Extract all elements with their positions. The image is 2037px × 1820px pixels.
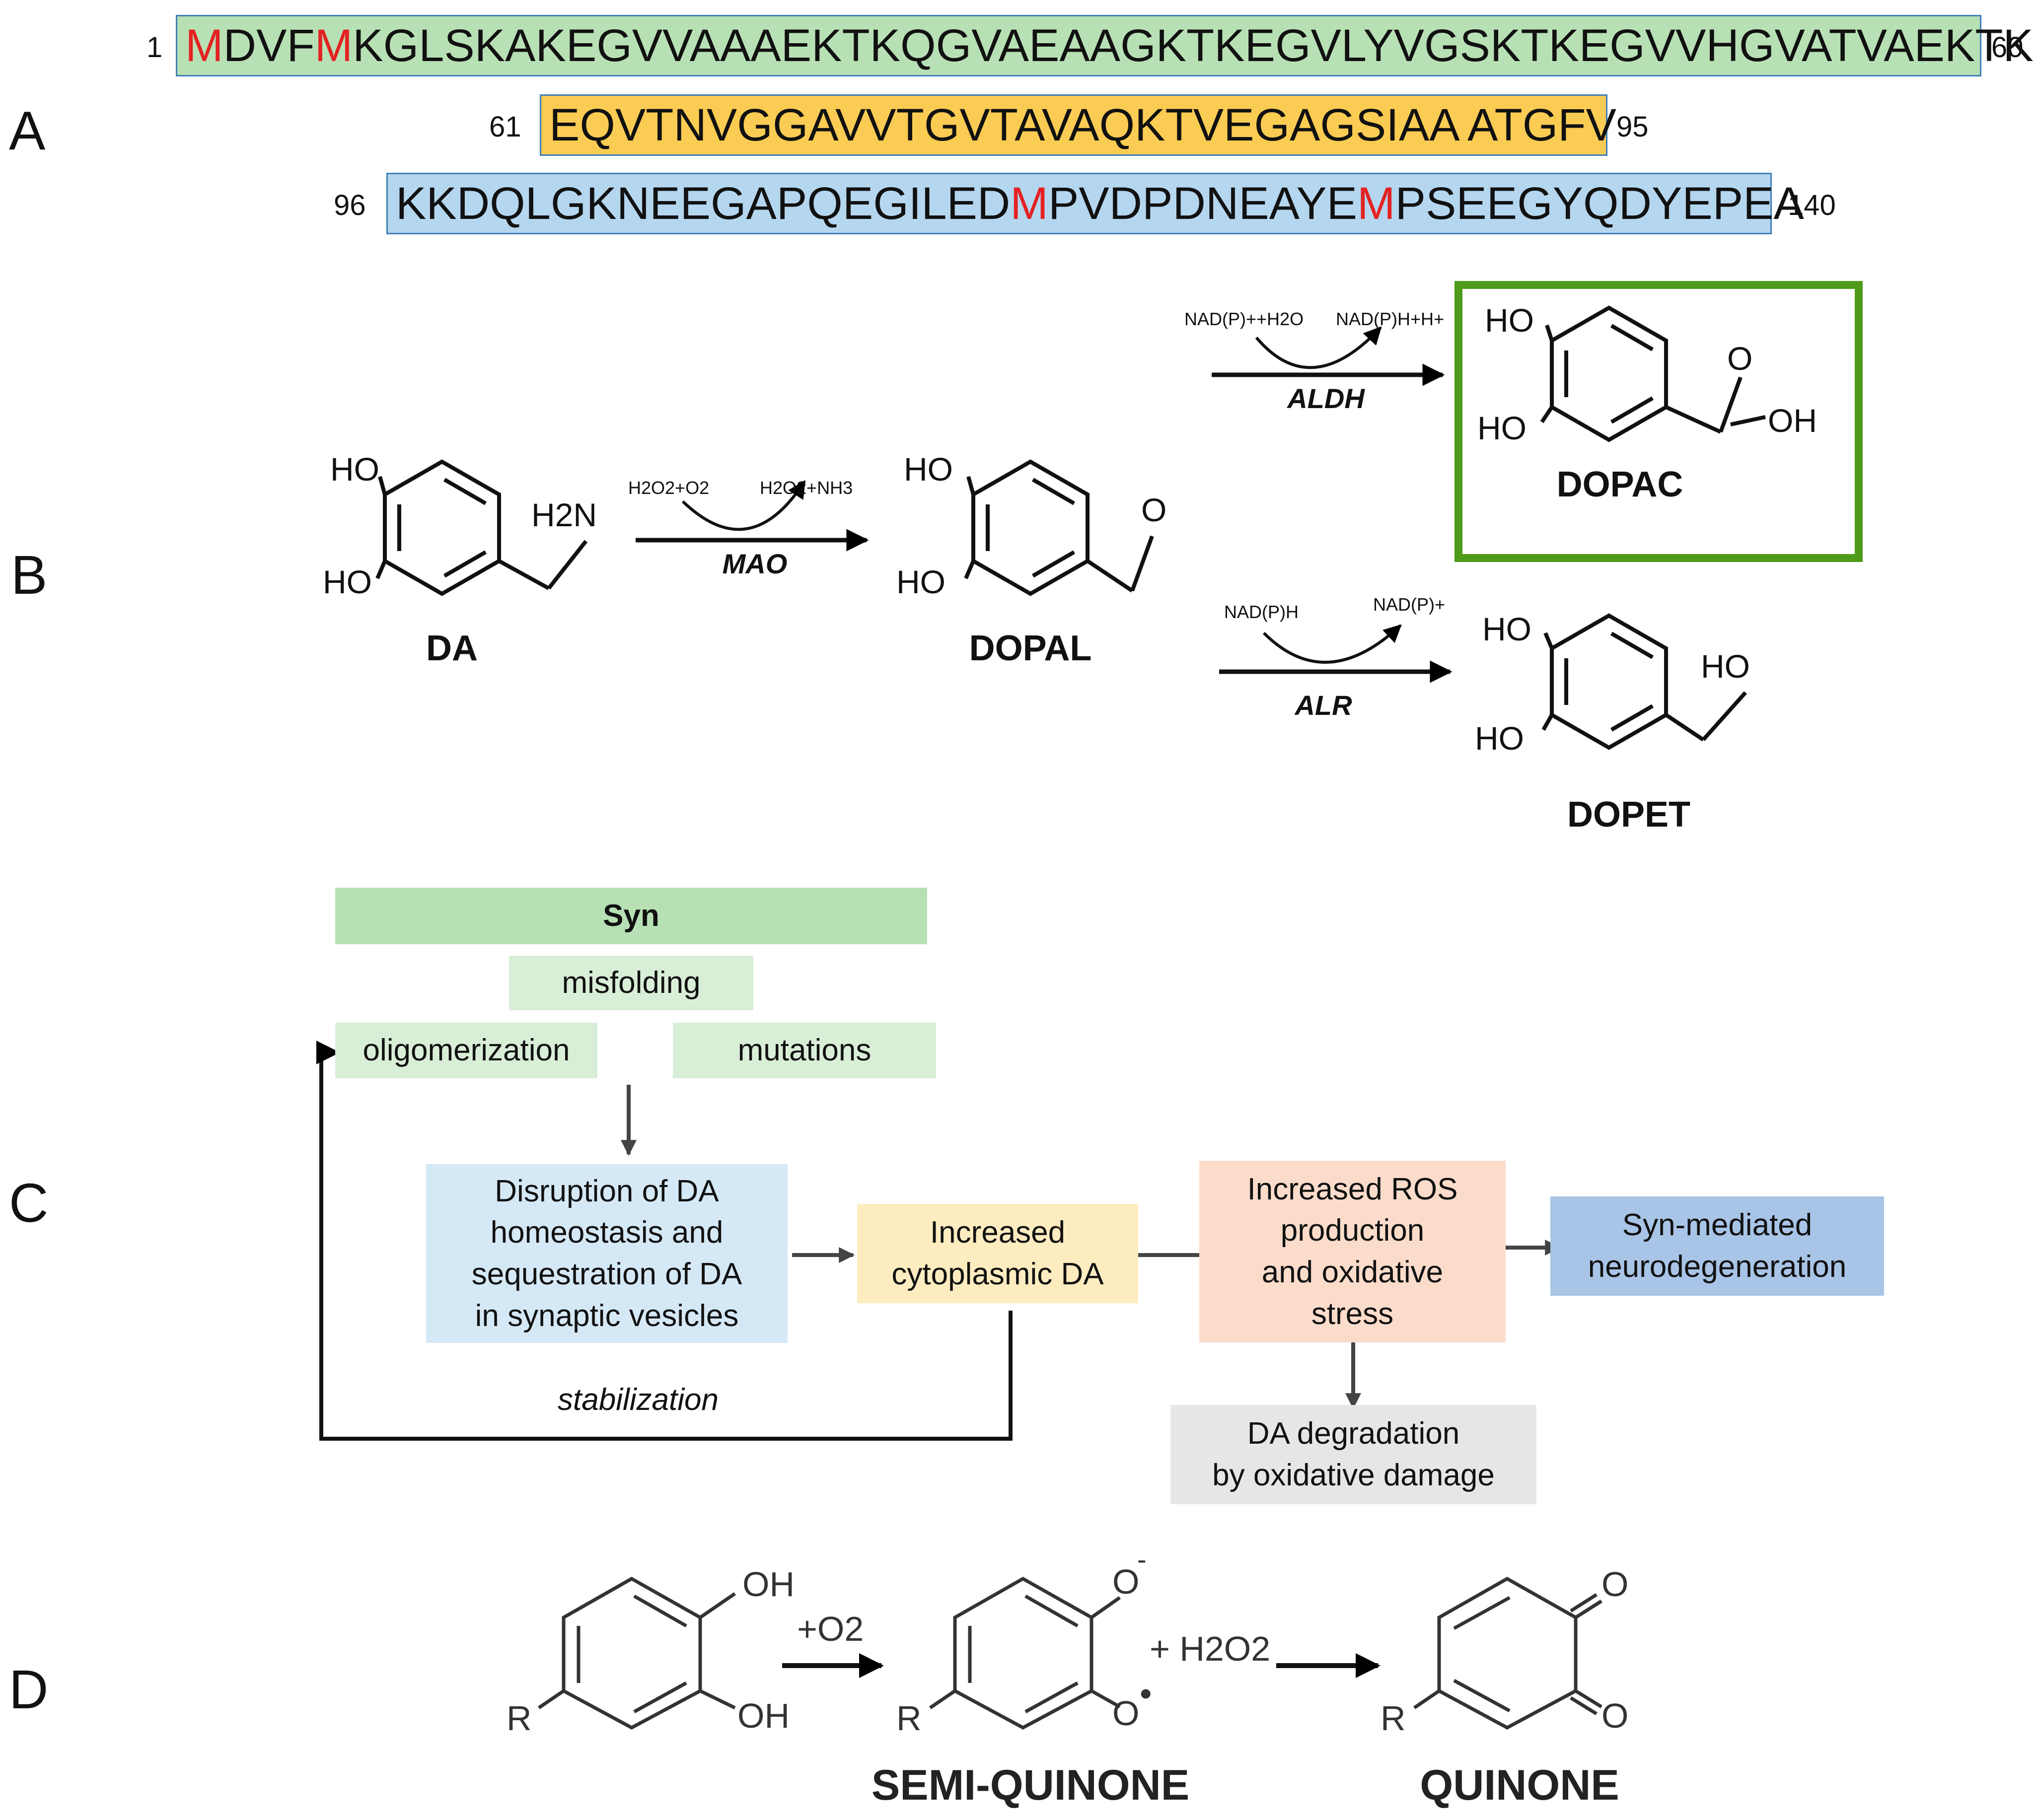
compound-dopet: DOPET	[1567, 795, 1690, 835]
compound-da: DA	[426, 629, 478, 668]
stabilization-feedback	[316, 1041, 1013, 1441]
catechol-oh-top: OH	[742, 1565, 795, 1604]
disruption-box: Disruption of DA homeostasis and sequest…	[426, 1164, 788, 1343]
reagent-h2o2: + H2O2	[1150, 1629, 1270, 1668]
dopal-structure	[964, 459, 1154, 596]
compound-dopac: DOPAC	[1557, 465, 1683, 504]
quinone-o-top: O	[1601, 1565, 1628, 1604]
panel-label-a: A	[9, 100, 46, 161]
dopac-ho-bottom: HO	[1477, 410, 1527, 446]
dopac-oh: OH	[1768, 402, 1817, 439]
da-ho-top: HO	[330, 451, 379, 488]
aldh-substrates: NAD(P)++H2O	[1184, 309, 1304, 329]
mao-products: H2O2+NH3	[760, 478, 853, 498]
panel-label-d: D	[9, 1659, 49, 1720]
aldh-cofactor-curve	[1255, 326, 1382, 369]
da-ho-bottom: HO	[323, 563, 372, 600]
syn-box: Syn	[335, 888, 927, 944]
alr-cofactor-curve	[1262, 624, 1402, 664]
alr-substrate: NAD(P)H	[1224, 602, 1299, 622]
catechol-oh-bottom: OH	[737, 1696, 790, 1735]
catechol-r: R	[507, 1699, 532, 1738]
stabilization-label: stabilization	[558, 1383, 719, 1417]
label-quinone: QUINONE	[1420, 1761, 1619, 1809]
semiquinone-radical: •	[1140, 1674, 1152, 1713]
enzyme-mao: MAO	[723, 548, 788, 579]
seq-row1-start: 1	[146, 31, 163, 64]
compound-dopal: DOPAL	[969, 629, 1092, 668]
neurodegeneration-box: Syn-mediated neurodegeneration	[1550, 1196, 1884, 1296]
misfolding-box: misfolding	[509, 956, 753, 1010]
semiquinone-charge: -	[1137, 1543, 1147, 1575]
semiquinone-o-top: O	[1112, 1562, 1139, 1601]
sequence-segment: KGLSKAKEGVVAAAEKTKQGVAEAAGKTKEGVLYVGSKTK…	[353, 20, 2034, 71]
degradation-box: DA degradation by oxidative damage	[1170, 1405, 1536, 1504]
oligomerization-box: oligomerization	[335, 1023, 597, 1078]
dopet-ho-top: HO	[1482, 611, 1531, 647]
dopac-structure	[1540, 305, 1766, 442]
dopet-ho-chain: HO	[1701, 648, 1750, 685]
seq-row2-start: 61	[489, 111, 521, 143]
methionine-residue: M	[185, 20, 223, 71]
sequence-segment: DVF	[223, 20, 315, 71]
reagent-o2: +O2	[797, 1610, 864, 1648]
quinone-r: R	[1381, 1699, 1406, 1738]
methionine-residue: M	[314, 20, 353, 71]
panel-label-b: B	[11, 545, 48, 606]
sequence-segment: EQVTNVGGAVVTGVTAVAQKTVEGAGSIAA ATGFV	[549, 100, 1616, 150]
mao-substrates: H2O2+O2	[628, 478, 709, 498]
dopac-highlight-frame	[1455, 281, 1863, 562]
oxidation-structures	[538, 1576, 1602, 1730]
dopal-aldehyde-o: O	[1141, 491, 1166, 528]
dopac-carbonyl-o: O	[1727, 340, 1752, 377]
mutations-box: mutations	[673, 1023, 936, 1078]
dopal-ho-top: HO	[904, 451, 953, 488]
dopac-ho-top: HO	[1485, 302, 1534, 339]
seq-row3-start: 96	[334, 189, 366, 221]
mao-cofactor-curve	[681, 480, 806, 531]
enzyme-alr: ALR	[1294, 690, 1352, 721]
pathway-panel	[375, 281, 1863, 750]
label-semi-quinone: SEMI-QUINONE	[872, 1761, 1189, 1809]
seq-row3-end: 140	[1788, 189, 1836, 221]
panel-label-c: C	[9, 1173, 49, 1234]
alr-product: NAD(P)+	[1373, 594, 1445, 615]
sequence-row-2: EQVTNVGGAVVTGVTAVAQKTVEGAGSIAA ATGFV	[540, 94, 1616, 156]
ros-stress-box: Increased ROS production and oxidative s…	[1199, 1161, 1506, 1342]
da-amine: H2N	[531, 496, 597, 533]
quinone-o-bottom: O	[1601, 1696, 1628, 1735]
semiquinone-r: R	[896, 1699, 922, 1738]
cytoplasmic-da-box: Increased cytoplasmic DA	[857, 1204, 1138, 1303]
sequence-segment: KKDQLGKNEEGAPQEGILED	[396, 178, 1011, 229]
sequence-segment: PSEEGYQDYEPEA	[1395, 178, 1804, 229]
methionine-residue: M	[1010, 178, 1048, 229]
methionine-residue: M	[1357, 178, 1395, 229]
semiquinone-o-bottom: O	[1112, 1694, 1139, 1733]
dopal-ho-bottom: HO	[896, 563, 946, 600]
dopet-ho-bottom: HO	[1475, 720, 1524, 757]
seq-row1-end: 60	[1991, 31, 2024, 64]
seq-row2-end: 95	[1616, 111, 1649, 143]
enzyme-aldh: ALDH	[1286, 383, 1365, 414]
aldh-products: NAD(P)H+H+	[1336, 309, 1444, 329]
da-structure	[375, 459, 588, 596]
dopet-structure	[1541, 613, 1747, 750]
sequence-segment: PVDPDNEAYE	[1048, 178, 1357, 229]
